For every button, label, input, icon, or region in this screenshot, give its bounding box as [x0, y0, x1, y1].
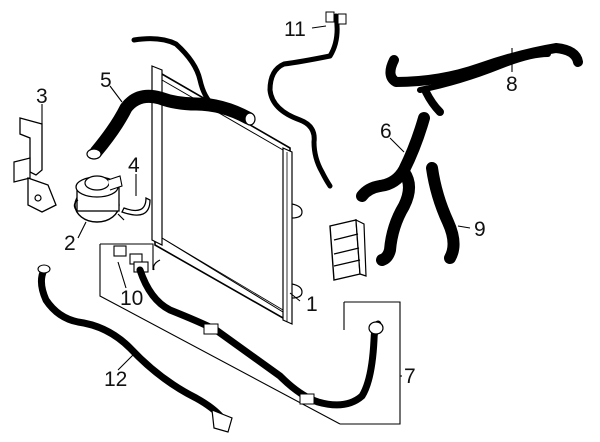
callout-labels: 1 2 3 4 5 6 7 8 9 10 11 12 — [36, 18, 518, 391]
leader-lines — [41, 25, 513, 377]
branched-hose — [356, 112, 430, 266]
vent-tube — [131, 36, 217, 109]
heat-exchanger — [329, 218, 367, 281]
callout-6: 6 — [380, 120, 392, 143]
water-pump — [73, 175, 123, 223]
lower-pipe-assembly — [136, 266, 384, 409]
callout-5: 5 — [100, 69, 112, 92]
callout-8: 8 — [506, 73, 518, 96]
upper-right-hose — [385, 43, 583, 116]
callout-2: 2 — [64, 232, 76, 255]
callout-1: 1 — [306, 293, 318, 316]
callout-4: 4 — [128, 154, 140, 177]
vent-line — [267, 11, 347, 189]
callout-9: 9 — [474, 218, 486, 241]
radiator — [151, 65, 303, 325]
small-hose — [426, 162, 460, 264]
pump-clamp — [117, 196, 151, 221]
mounting-bracket — [13, 117, 57, 213]
callout-10: 10 — [120, 287, 143, 310]
callout-7: 7 — [404, 365, 416, 388]
callout-3: 3 — [36, 85, 48, 108]
callout-11: 11 — [284, 18, 306, 41]
callout-12: 12 — [104, 368, 127, 391]
lower-long-hose — [37, 264, 233, 433]
